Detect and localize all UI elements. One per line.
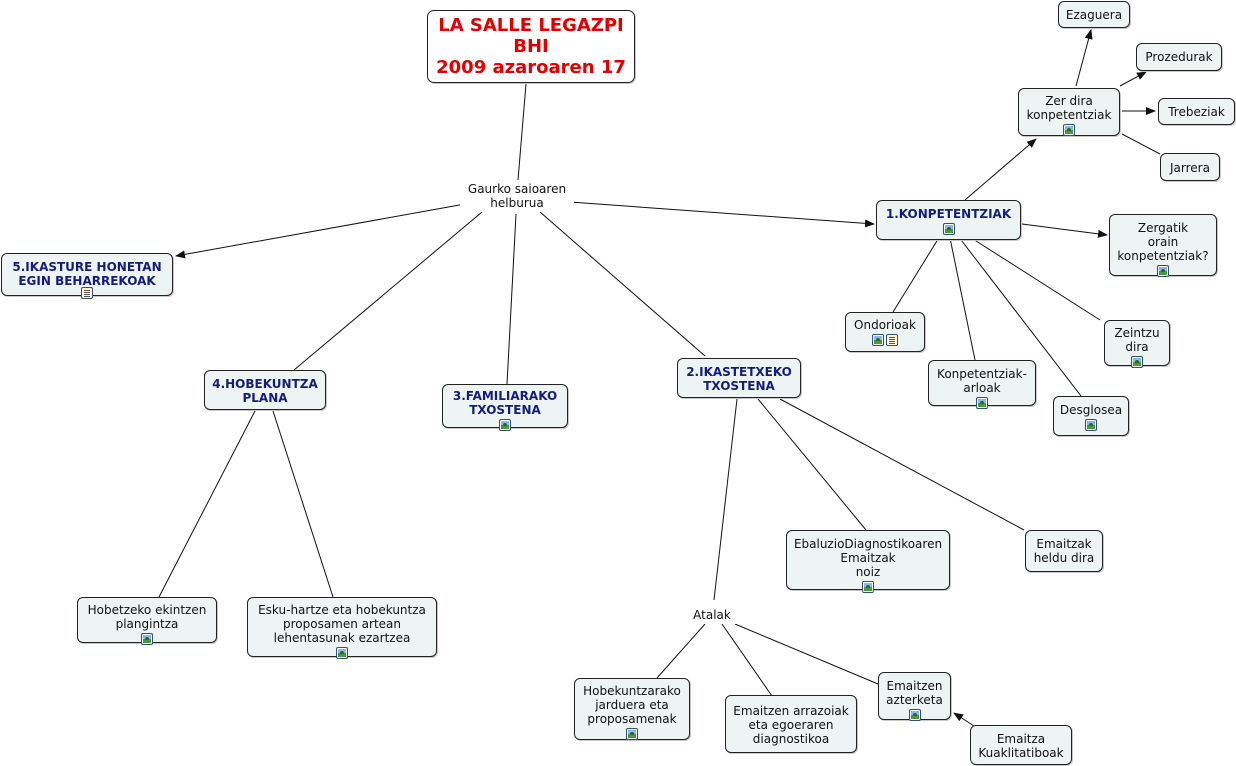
image-icon[interactable] <box>872 334 884 346</box>
hobetzeko-ekintzen-node[interactable]: Hobetzeko ekintzen plangintza <box>77 597 217 645</box>
title-line-3: 2009 azaroaren 17 <box>436 57 626 78</box>
image-icon[interactable] <box>942 223 955 235</box>
jarrera-node[interactable]: Jarrera <box>1160 153 1220 181</box>
document-icon[interactable] <box>886 334 898 346</box>
image-icon[interactable] <box>499 419 511 431</box>
node-label: Emaitzen azterketa <box>886 679 943 707</box>
hobekuntzarako-jarduera-node[interactable]: Hobekuntzarako jarduera eta proposamenak <box>574 678 690 740</box>
node-label: Emaitza Kuaklitatiboak <box>978 732 1064 760</box>
image-icon[interactable] <box>141 633 153 645</box>
desglosea-node[interactable]: Desglosea <box>1053 396 1129 436</box>
image-icon[interactable] <box>976 397 988 409</box>
node-label: Trebeziak <box>1168 105 1225 119</box>
emaitzak-heldu-node[interactable]: Emaitzak heldu dira <box>1025 530 1103 572</box>
image-icon[interactable] <box>1063 124 1075 136</box>
ezaguera-node[interactable]: Ezaguera <box>1058 1 1130 28</box>
section-label: 5.IKASTURE HONETAN EGIN BEHARREKOAK <box>12 260 162 288</box>
ondorioak-node[interactable]: Ondorioak <box>845 312 925 352</box>
section-label: 1.KONPETENTZIAK <box>885 207 1012 221</box>
title-line-1: LA SALLE LEGAZPI <box>438 15 624 36</box>
zergatik-orain-node[interactable]: Zergatik orain konpetentziak? <box>1109 214 1217 277</box>
node-label: Desglosea <box>1059 403 1123 417</box>
image-icon[interactable] <box>862 581 874 593</box>
node-label: Emaitzen arrazoiak eta egoeraren diagnos… <box>733 704 849 746</box>
section-konpetentziak-node[interactable]: 1.KONPETENTZIAK <box>876 200 1021 240</box>
image-icon[interactable] <box>1085 419 1097 431</box>
atalak-node[interactable]: Atalak <box>686 608 738 624</box>
image-icon[interactable] <box>1157 265 1169 277</box>
section-ikastetxeko-txostena-node[interactable]: 2.IKASTETXEKO TXOSTENA <box>677 358 801 398</box>
node-label: Zeintzu dira <box>1114 326 1160 354</box>
section-familiarako-txostena-node[interactable]: 3.FAMILIARAKO TXOSTENA <box>442 384 568 431</box>
section-label: 2.IKASTETXEKO TXOSTENA <box>686 365 792 393</box>
ebaluzio-diagnostikoaren-node[interactable]: EbaluzioDiagnostikoaren Emaitzak noiz <box>786 530 950 593</box>
image-icon[interactable] <box>908 709 921 721</box>
emaitzen-azterketa-node[interactable]: Emaitzen azterketa <box>878 672 951 721</box>
node-label: Hobetzeko ekintzen plangintza <box>87 603 207 631</box>
node-label: EbaluzioDiagnostikoaren Emaitzak noiz <box>793 537 943 579</box>
node-label: Ondorioak <box>854 318 916 332</box>
image-icon[interactable] <box>626 728 638 740</box>
node-label: Hobekuntzarako jarduera eta proposamenak <box>583 684 681 726</box>
zer-dira-konpetentziak-node[interactable]: Zer dira konpetentziak <box>1018 88 1120 136</box>
image-icon[interactable] <box>336 647 348 659</box>
section-label: 3.FAMILIARAKO TXOSTENA <box>452 389 558 417</box>
emaitza-kuaklitatiboak-node[interactable]: Emaitza Kuaklitatiboak <box>970 725 1072 765</box>
node-label: Esku-hartze eta hobekuntza proposamen ar… <box>258 603 426 645</box>
konpetentziak-arloak-node[interactable]: Konpetentziak- arloak <box>928 360 1036 409</box>
section-ikasture-honetan-node[interactable]: 5.IKASTURE HONETAN EGIN BEHARREKOAK <box>1 253 173 299</box>
node-label: Zer dira konpetentziak <box>1026 94 1112 122</box>
node-label: Jarrera <box>1170 161 1210 175</box>
emaitzen-arrazoiak-node[interactable]: Emaitzen arrazoiak eta egoeraren diagnos… <box>725 695 857 753</box>
document-icon[interactable] <box>81 287 93 299</box>
node-label: Ezaguera <box>1065 8 1123 22</box>
title-node[interactable]: LA SALLE LEGAZPI BHI 2009 azaroaren 17 <box>427 10 635 83</box>
node-label: Zergatik orain konpetentziak? <box>1117 221 1209 263</box>
title-line-2: BHI <box>513 36 549 57</box>
node-label: Emaitzak heldu dira <box>1033 537 1095 565</box>
image-icon[interactable] <box>1131 356 1143 368</box>
section-label: 4.HOBEKUNTZA PLANA <box>212 377 318 405</box>
node-label: Prozedurak <box>1145 50 1213 64</box>
trebeziak-node[interactable]: Trebeziak <box>1158 98 1235 125</box>
center-node[interactable]: Gaurko saioaren helburua <box>460 182 574 212</box>
zeintzu-dira-node[interactable]: Zeintzu dira <box>1104 320 1170 368</box>
section-hobekuntza-plana-node[interactable]: 4.HOBEKUNTZA PLANA <box>204 370 326 410</box>
prozedurak-node[interactable]: Prozedurak <box>1136 43 1222 71</box>
esku-hartze-node[interactable]: Esku-hartze eta hobekuntza proposamen ar… <box>247 597 437 659</box>
node-label: Konpetentziak- arloak <box>937 367 1027 395</box>
